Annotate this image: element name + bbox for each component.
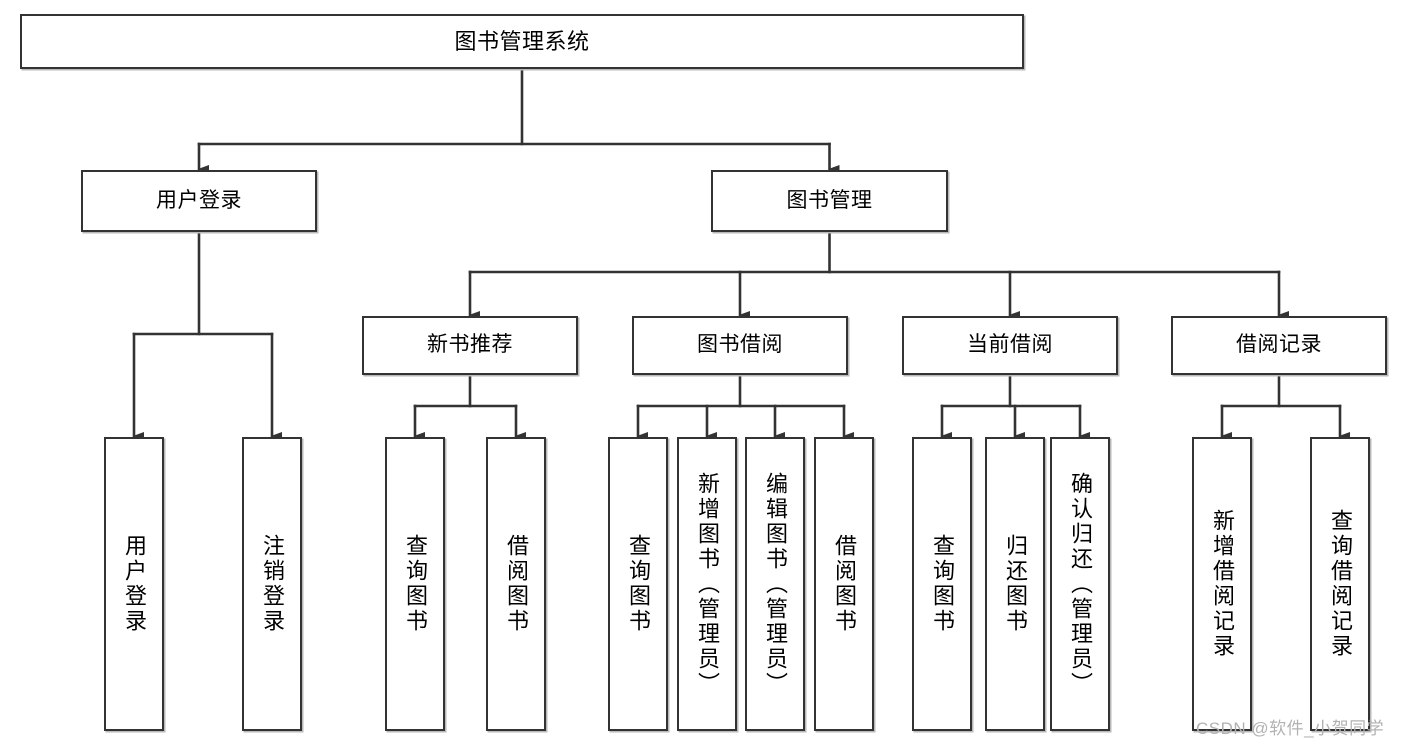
node-leaf-add-book-label: 新增图书（管理员） bbox=[695, 471, 720, 697]
node-book-borrow-label: 图书借阅 bbox=[697, 333, 783, 357]
node-leaf-edit-book[interactable]: 编辑图书（管理员） bbox=[745, 437, 805, 731]
node-leaf-add-book[interactable]: 新增图书（管理员） bbox=[677, 437, 737, 731]
node-leaf-query-book-borrow[interactable]: 查询图书 bbox=[608, 437, 668, 731]
csdn-watermark: CSDN @软件_小贺同学 bbox=[1196, 719, 1385, 738]
node-leaf-add-record[interactable]: 新增借阅记录 bbox=[1192, 437, 1252, 731]
node-leaf-user-logout[interactable]: 注销登录 bbox=[242, 437, 302, 731]
node-leaf-user-login[interactable]: 用户登录 bbox=[104, 437, 164, 731]
node-new-book-recommend[interactable]: 新书推荐 bbox=[362, 316, 578, 375]
node-leaf-borrow-book[interactable]: 借阅图书 bbox=[814, 437, 874, 731]
node-leaf-borrow-book-label: 借阅图书 bbox=[832, 534, 857, 634]
node-leaf-query-book-cur-label: 查询图书 bbox=[930, 534, 955, 634]
node-leaf-confirm-return-label: 确认归还（管理员） bbox=[1068, 471, 1093, 697]
node-leaf-confirm-return[interactable]: 确认归还（管理员） bbox=[1050, 437, 1110, 731]
node-current-borrow-label: 当前借阅 bbox=[967, 333, 1053, 357]
node-root-label: 图书管理系统 bbox=[454, 28, 590, 54]
node-book-manage[interactable]: 图书管理 bbox=[711, 170, 948, 232]
node-borrow-record-label: 借阅记录 bbox=[1236, 333, 1322, 357]
node-leaf-query-book-rec[interactable]: 查询图书 bbox=[385, 437, 445, 731]
node-new-book-recommend-label: 新书推荐 bbox=[427, 333, 513, 357]
node-leaf-borrow-book-rec-label: 借阅图书 bbox=[504, 534, 529, 634]
node-book-manage-label: 图书管理 bbox=[786, 188, 873, 212]
node-user-login-label: 用户登录 bbox=[156, 188, 242, 212]
node-leaf-borrow-book-rec[interactable]: 借阅图书 bbox=[486, 437, 546, 731]
node-leaf-query-book-borrow-label: 查询图书 bbox=[626, 534, 651, 634]
node-leaf-user-logout-label: 注销登录 bbox=[260, 534, 285, 634]
node-leaf-return-book-label: 归还图书 bbox=[1003, 534, 1028, 634]
node-current-borrow[interactable]: 当前借阅 bbox=[902, 316, 1118, 375]
node-borrow-record[interactable]: 借阅记录 bbox=[1171, 316, 1387, 375]
node-leaf-query-record[interactable]: 查询借阅记录 bbox=[1310, 437, 1370, 731]
node-root[interactable]: 图书管理系统 bbox=[20, 14, 1024, 69]
node-leaf-add-record-label: 新增借阅记录 bbox=[1210, 509, 1235, 659]
node-leaf-return-book[interactable]: 归还图书 bbox=[985, 437, 1045, 731]
node-leaf-query-record-label: 查询借阅记录 bbox=[1328, 509, 1353, 659]
node-leaf-query-book-rec-label: 查询图书 bbox=[403, 534, 428, 634]
node-book-borrow[interactable]: 图书借阅 bbox=[632, 316, 848, 375]
node-user-login[interactable]: 用户登录 bbox=[81, 170, 317, 232]
node-leaf-query-book-cur[interactable]: 查询图书 bbox=[912, 437, 972, 731]
node-leaf-user-login-label: 用户登录 bbox=[122, 534, 147, 634]
node-leaf-edit-book-label: 编辑图书（管理员） bbox=[763, 471, 788, 697]
